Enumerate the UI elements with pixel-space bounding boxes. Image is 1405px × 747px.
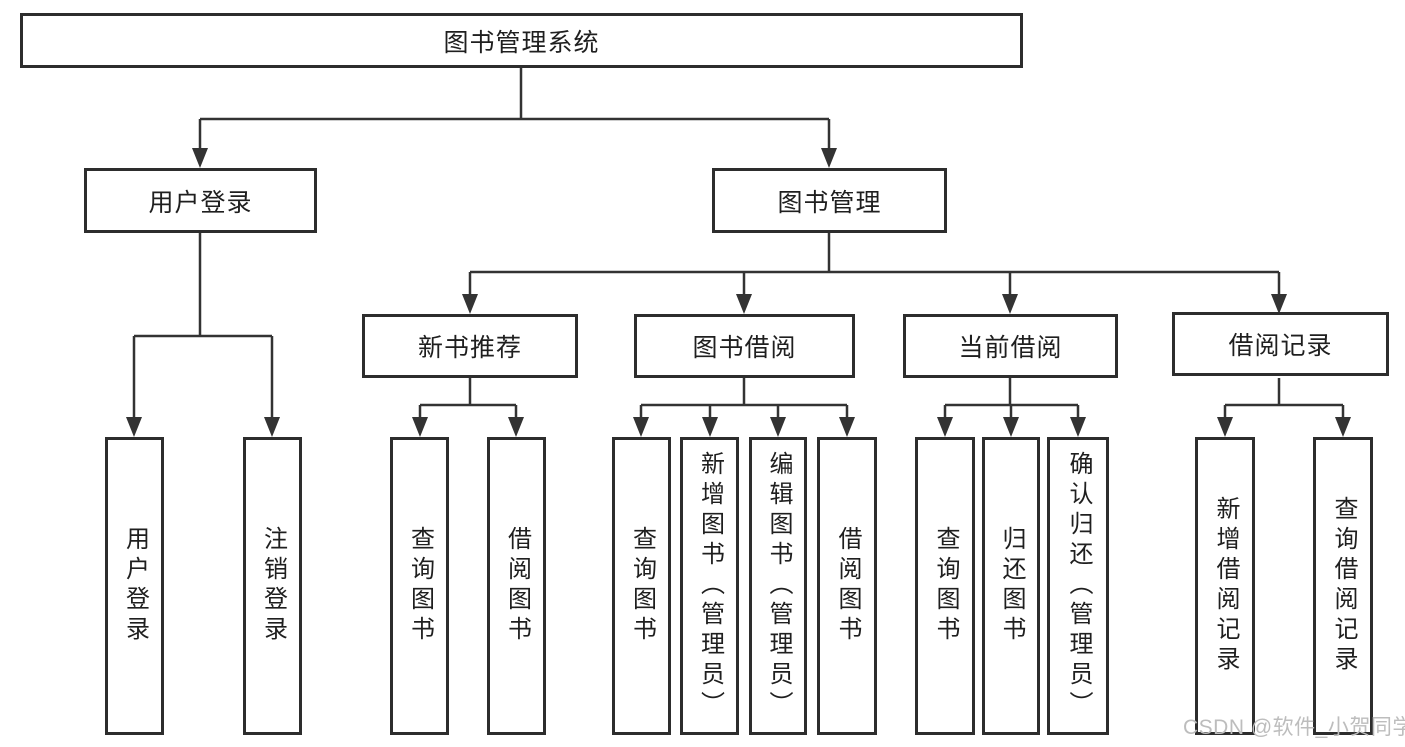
leaf-add-books-admin-label: 新增图书（管理员） (696, 451, 724, 721)
node-book-management-label: 图书管理 (777, 188, 882, 217)
leaf-query-borrow-record: 查询借阅记录 (1313, 437, 1373, 735)
node-root-label: 图书管理系统 (443, 28, 600, 57)
leaf-user-login-label: 用户登录 (121, 526, 149, 646)
node-borrowing-records-label: 借阅记录 (1228, 332, 1333, 360)
leaf-confirm-return-admin: 确认归还（管理员） (1047, 437, 1109, 735)
leaf-query-books-2: 查询图书 (612, 437, 671, 735)
leaf-query-books-1-label: 查询图书 (406, 526, 434, 646)
leaf-return-books: 归还图书 (982, 437, 1040, 735)
node-new-book-recommendation: 新书推荐 (362, 314, 578, 378)
leaf-query-borrow-record-label: 查询借阅记录 (1330, 496, 1357, 676)
node-book-borrowing-label: 图书借阅 (692, 334, 797, 362)
node-current-borrowing-label: 当前借阅 (958, 334, 1063, 362)
node-current-borrowing: 当前借阅 (903, 314, 1118, 378)
leaf-borrow-books-2-label: 借阅图书 (834, 526, 861, 646)
leaf-borrow-books-2: 借阅图书 (817, 437, 877, 735)
node-borrowing-records: 借阅记录 (1172, 312, 1389, 376)
csdn-watermark: CSDN @软件_小贺同学 (1183, 716, 1405, 739)
leaf-query-books-3-label: 查询图书 (932, 526, 959, 646)
leaf-add-borrow-record: 新增借阅记录 (1195, 437, 1255, 735)
leaf-logout: 注销登录 (243, 437, 302, 735)
leaf-query-books-2-label: 查询图书 (628, 526, 656, 646)
node-user-login: 用户登录 (84, 168, 317, 233)
leaf-borrow-books-1-label: 借阅图书 (503, 526, 531, 646)
leaf-edit-books-admin-label: 编辑图书（管理员） (765, 451, 792, 721)
node-root-library-system: 图书管理系统 (20, 13, 1023, 68)
leaf-logout-label: 注销登录 (259, 526, 287, 646)
leaf-user-login: 用户登录 (105, 437, 164, 735)
leaf-borrow-books-1: 借阅图书 (487, 437, 546, 735)
node-book-borrowing: 图书借阅 (634, 314, 855, 378)
leaf-edit-books-admin: 编辑图书（管理员） (749, 437, 807, 735)
leaf-add-books-admin: 新增图书（管理员） (680, 437, 739, 735)
node-new-book-recommendation-label: 新书推荐 (417, 334, 522, 362)
leaf-query-books-3: 查询图书 (915, 437, 975, 735)
leaf-confirm-return-admin-label: 确认归还（管理员） (1065, 451, 1092, 721)
leaf-query-books-1: 查询图书 (390, 437, 449, 735)
leaf-return-books-label: 归还图书 (998, 526, 1025, 646)
node-user-login-label: 用户登录 (148, 188, 253, 217)
node-book-management: 图书管理 (712, 168, 947, 233)
leaf-add-borrow-record-label: 新增借阅记录 (1212, 496, 1239, 676)
